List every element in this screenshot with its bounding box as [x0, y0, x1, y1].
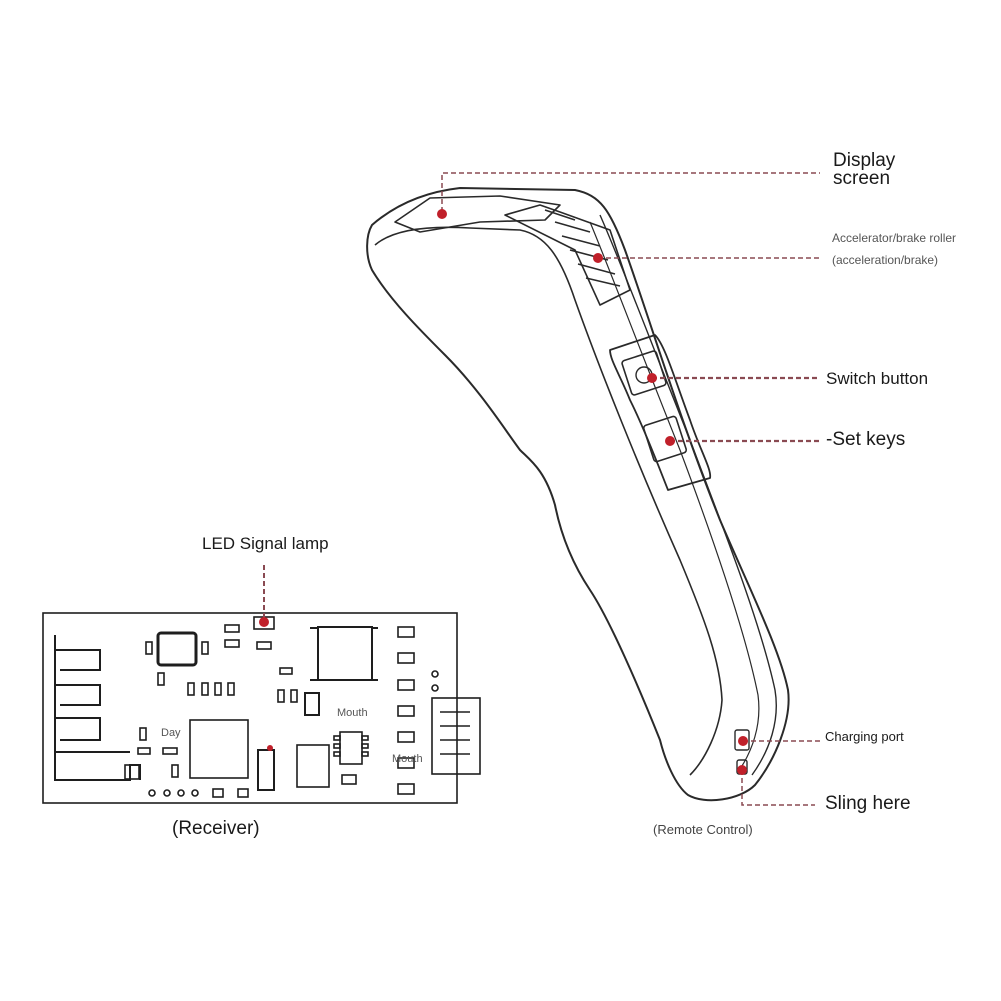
crystal-module — [310, 626, 378, 681]
label-charging-port: Charging port — [825, 729, 904, 744]
antenna-trace — [54, 635, 141, 781]
marker-display — [437, 209, 447, 219]
label-roller-line2: (acceleration/brake) — [832, 253, 939, 267]
pcb-outline — [42, 612, 458, 804]
label-set-keys: -Set keys — [826, 429, 906, 450]
marker-set — [665, 436, 675, 446]
silk-mouth-1: Mouth — [337, 707, 368, 719]
set-key-shape — [642, 415, 688, 463]
marker-sling — [737, 765, 747, 775]
marker-switch — [647, 373, 657, 383]
remote-face-outline — [374, 226, 723, 776]
silk-mouth-2: Mouth — [392, 753, 423, 765]
display-screen-shape — [394, 195, 561, 233]
label-switch-button: Switch button — [826, 369, 929, 388]
remote-markers — [437, 209, 748, 775]
leader-display — [441, 172, 820, 212]
mcu-chip — [156, 631, 198, 667]
label-display-line1: Display — [833, 150, 896, 171]
remote-body-outline — [366, 187, 790, 802]
marker-led — [259, 617, 269, 627]
receiver-caption: (Receiver) — [172, 818, 260, 839]
receiver-board-drawing — [42, 612, 481, 804]
marker-roller — [593, 253, 603, 263]
label-display-line2: screen — [833, 168, 891, 189]
button-panel-drawing — [609, 334, 712, 491]
rf-chip — [189, 719, 249, 779]
charging-port-shape — [734, 729, 750, 751]
remote-control-drawing — [366, 187, 790, 802]
silk-day: Day — [161, 727, 181, 739]
remote-side-edge-inner — [589, 221, 760, 773]
label-roller-line1: Accelerator/brake roller — [832, 231, 957, 245]
leader-sling — [741, 770, 815, 806]
label-sling-here: Sling here — [825, 793, 911, 814]
output-connector — [431, 697, 481, 775]
remote-leaders — [441, 172, 820, 806]
remote-side-edge — [599, 214, 777, 776]
remote-caption: (Remote Control) — [653, 822, 753, 837]
label-led-signal-lamp: LED Signal lamp — [202, 534, 329, 553]
capacitor-black — [304, 692, 320, 716]
switch-button-shape — [621, 350, 667, 396]
marker-charging — [738, 736, 748, 746]
